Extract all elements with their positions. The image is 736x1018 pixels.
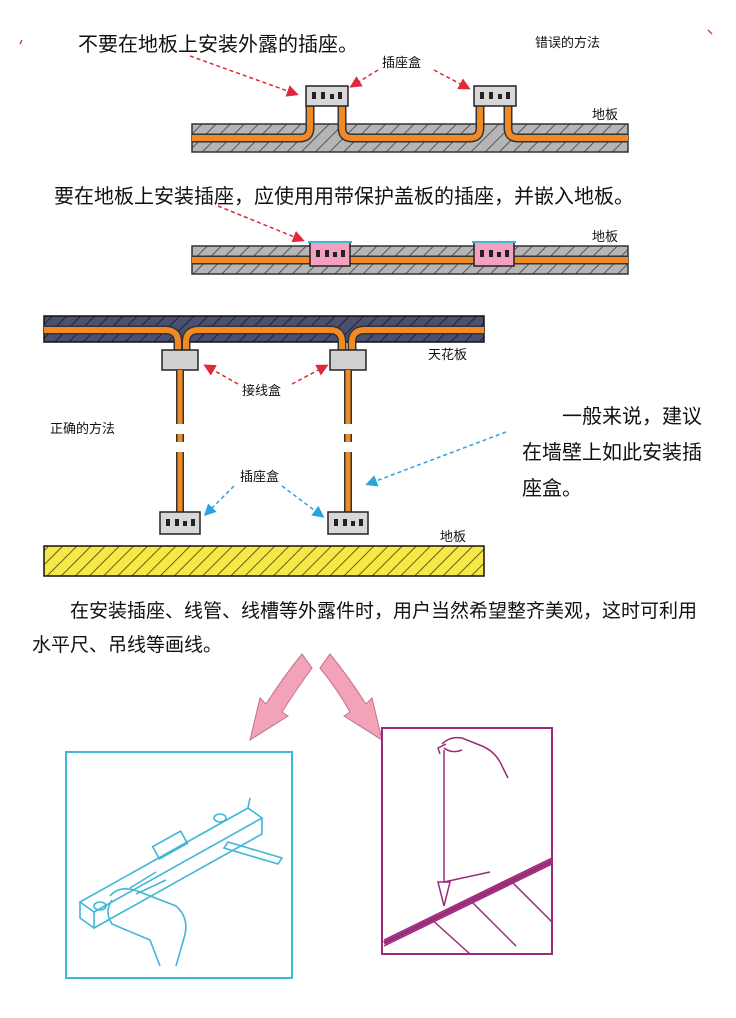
flush-socket-section bbox=[191, 205, 629, 275]
wall-install-note: 一般来说，建议在墙壁上如此安装插座盒。 bbox=[522, 404, 702, 500]
flush-socket bbox=[308, 241, 352, 267]
socket-box-label-top: 插座盒 bbox=[382, 56, 422, 71]
flush-socket bbox=[472, 241, 516, 267]
corner-mark bbox=[707, 29, 713, 35]
wrong-install-heading: 不要在地板上安装外露的插座。 bbox=[78, 32, 358, 56]
socket-box bbox=[473, 85, 517, 107]
socket-box bbox=[305, 85, 349, 107]
flush-install-heading: 要在地板上安装插座，应使用用带保护盖板的插座，并嵌入地板。 bbox=[54, 184, 634, 208]
curved-arrows bbox=[249, 653, 383, 742]
socket-box bbox=[327, 511, 369, 535]
wrong-method-label: 错误的方法 bbox=[535, 36, 601, 51]
socket-box-label-bottom: 插座盒 bbox=[240, 470, 280, 485]
marking-paragraph: 在安装插座、线管、线槽等外露件时，用户当然希望整齐美观，这时可利用水平尺、吊线等… bbox=[32, 600, 698, 656]
junction-box-label: 接线盒 bbox=[242, 384, 282, 399]
ceiling-label: 天花板 bbox=[428, 348, 468, 363]
junction-box bbox=[161, 349, 199, 371]
correct-method-section bbox=[43, 315, 507, 577]
spirit-level-illustration bbox=[65, 751, 293, 979]
socket-box bbox=[159, 511, 201, 535]
plumb-line-illustration bbox=[381, 727, 553, 955]
floor-label-top: 地板 bbox=[592, 108, 619, 123]
correct-method-label: 正确的方法 bbox=[50, 422, 116, 437]
floor-label-middle: 地板 bbox=[592, 230, 619, 245]
junction-box bbox=[329, 349, 367, 371]
floor-label-bottom: 地板 bbox=[440, 530, 467, 545]
wrong-method-section bbox=[189, 55, 629, 153]
corner-mark bbox=[19, 39, 23, 45]
